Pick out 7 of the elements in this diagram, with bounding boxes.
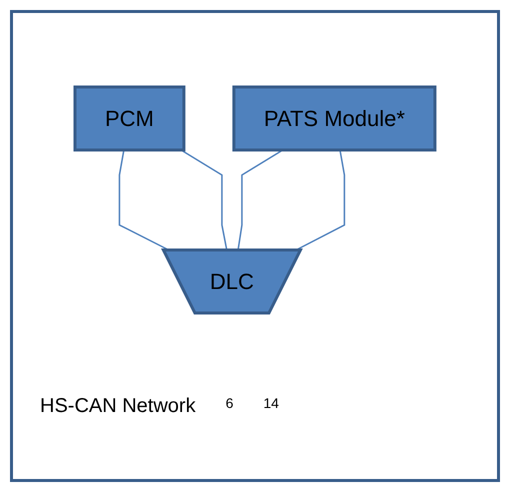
node-box: PATS Module* — [232, 86, 436, 152]
pin-number: 6 — [226, 395, 234, 413]
connector — [237, 149, 284, 251]
node-box: PCM — [74, 86, 186, 152]
connector — [180, 149, 228, 251]
pin-number: 14 — [263, 395, 279, 413]
network-label: HS-CAN Network — [40, 395, 196, 418]
